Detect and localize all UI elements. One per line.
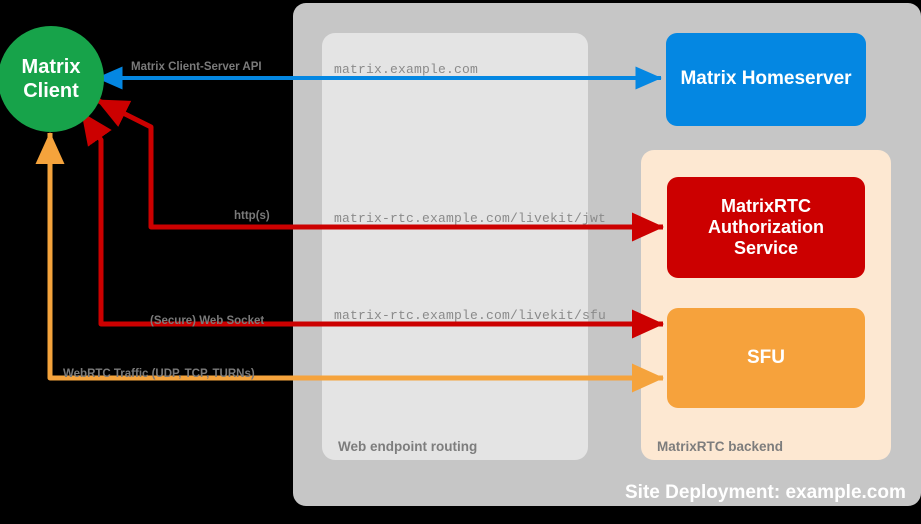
caption-matrixrtc-backend: MatrixRTC backend	[657, 439, 784, 454]
node-matrix-client[interactable]	[0, 26, 104, 132]
edge-webrtc-line	[35, 131, 665, 393]
url-label-matrix: matrix.example.com	[334, 62, 479, 77]
edge-label-client-server-api: Matrix Client-Server API	[131, 61, 262, 73]
url-label-livekit-sfu: matrix-rtc.example.com/livekit/sfu	[334, 308, 607, 323]
edge-label-websocket: (Secure) Web Socket	[150, 315, 265, 327]
caption-web-endpoint-routing: Web endpoint routing	[338, 439, 478, 454]
node-matrix-homeserver[interactable]	[666, 33, 866, 126]
edge-label-webrtc: WebRTC Traffic (UDP, TCP, TURNs)	[63, 368, 255, 380]
container-web-endpoint-routing	[322, 33, 588, 460]
node-sfu[interactable]	[667, 308, 865, 408]
node-matrixrtc-authorization-service[interactable]	[667, 177, 865, 278]
url-label-livekit-jwt: matrix-rtc.example.com/livekit/jwt	[334, 211, 607, 226]
caption-site-deployment: Site Deployment: example.com	[625, 482, 906, 503]
edge-label-https: http(s)	[234, 210, 270, 222]
